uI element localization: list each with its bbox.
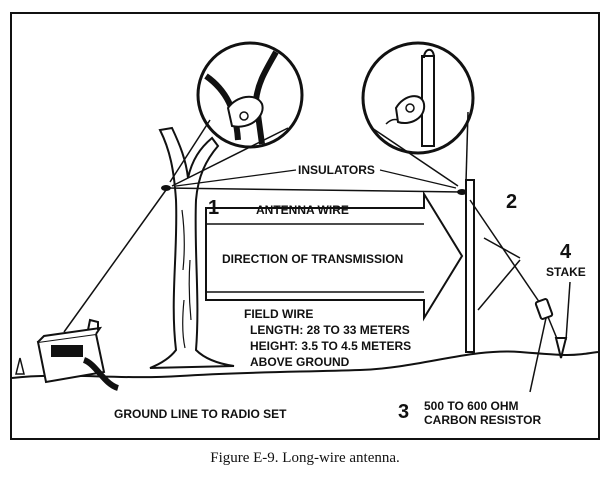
stake <box>554 337 568 359</box>
label-stake: STAKE <box>546 265 586 279</box>
carbon-resistor <box>534 298 554 320</box>
support-pole <box>465 179 475 353</box>
label-length: LENGTH: 28 TO 33 METERS <box>250 323 410 337</box>
label-ground-line: GROUND LINE TO RADIO SET <box>114 407 287 421</box>
insulator-detail-pole <box>361 41 475 155</box>
antenna-wire <box>165 187 463 193</box>
radio-set <box>36 318 120 391</box>
label-field-wire: FIELD WIRE <box>244 307 313 321</box>
label-insulators: INSULATORS <box>298 163 375 177</box>
label-antenna-wire: ANTENNA WIRE <box>256 203 349 217</box>
label-height: HEIGHT: 3.5 TO 4.5 METERS <box>250 339 411 353</box>
label-above-ground: ABOVE GROUND <box>250 355 350 369</box>
insulator-pole <box>457 189 467 195</box>
figure-caption: Figure E-9. Long-wire antenna. <box>210 450 400 466</box>
ground-line <box>11 350 599 379</box>
label-direction: DIRECTION OF TRANSMISSION <box>222 252 403 266</box>
tree <box>149 126 235 369</box>
callout-4: 4 <box>560 241 572 263</box>
callout-3: 3 <box>398 401 409 423</box>
field-wire <box>469 199 547 313</box>
direction-arrow <box>205 190 464 322</box>
tree-support-line <box>63 189 167 333</box>
insulator-tree <box>161 185 171 191</box>
callout-1: 1 <box>208 197 219 219</box>
label-resistor-2: CARBON RESISTOR <box>424 413 541 427</box>
label-resistor-1: 500 TO 600 OHM <box>424 399 519 413</box>
insulator-detail-tree <box>196 41 304 149</box>
callout-2: 2 <box>506 191 517 213</box>
